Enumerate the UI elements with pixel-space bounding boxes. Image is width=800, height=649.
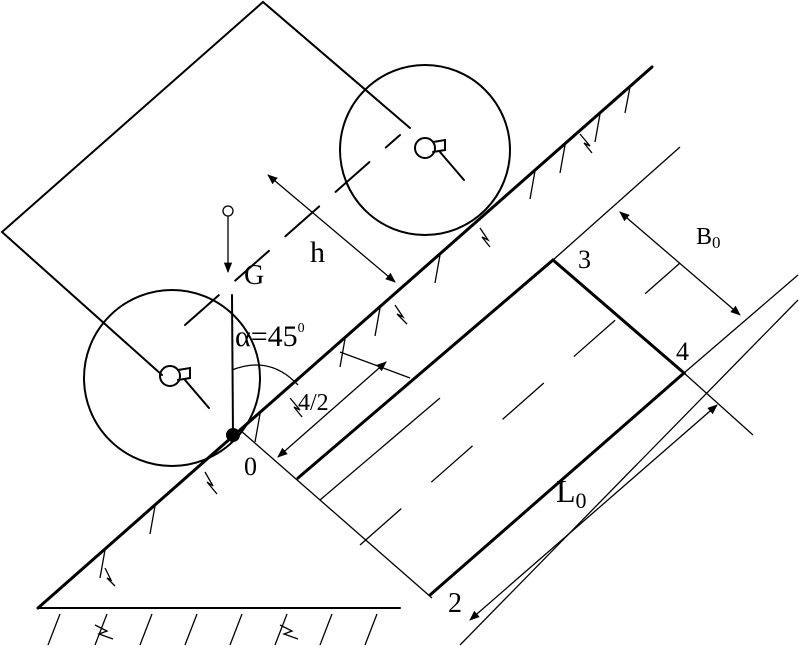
point-2-label: 2: [448, 588, 462, 619]
point-4-label: 4: [676, 337, 689, 366]
width-dimension-arrow: [619, 211, 741, 316]
slope: [36, 65, 654, 646]
length-label: L0: [556, 473, 587, 513]
slope-surface-line: [36, 65, 654, 610]
center-of-gravity: [222, 205, 234, 274]
angle-label: α=450: [235, 320, 305, 353]
pivot-point: [226, 428, 240, 442]
width-label: B0: [696, 224, 721, 252]
half-label: 4/2: [298, 390, 329, 416]
height-dimension-arrow: [267, 174, 396, 283]
slope-hatch: [94, 86, 631, 640]
ground-hatch: [47, 613, 378, 646]
lower-wheel: [83, 289, 261, 467]
vertical-line: [231, 294, 234, 436]
length-dimension-arrow: [469, 404, 718, 621]
half-dimension-arrow: [277, 361, 387, 458]
upper-wheel: [339, 64, 511, 236]
point-3-label: 3: [578, 245, 591, 274]
angle-arc: [231, 364, 299, 386]
height-label: h: [310, 236, 325, 269]
origin-label: 0: [244, 452, 257, 481]
weight-label: G: [244, 260, 264, 291]
